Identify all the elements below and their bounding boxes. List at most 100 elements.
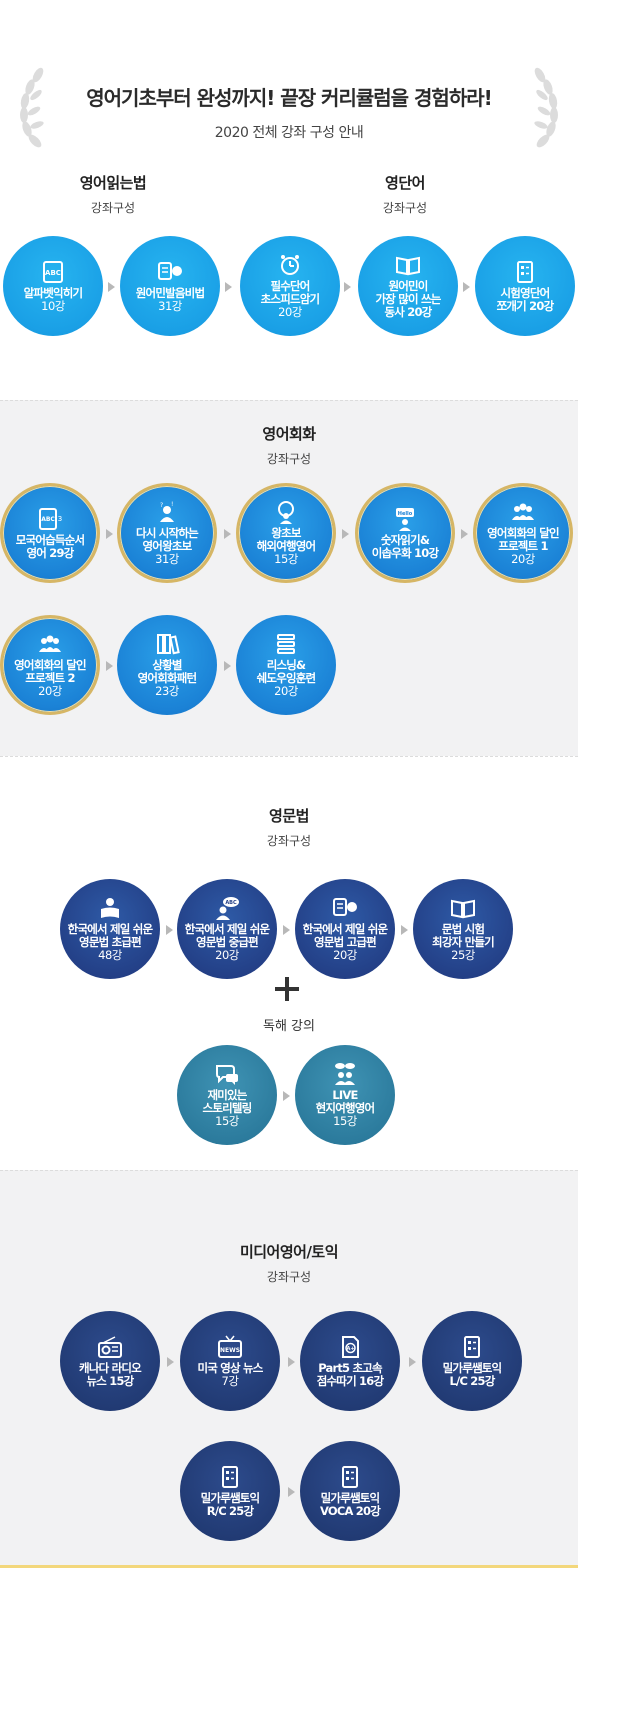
course-toeic-rc[interactable]: 밀가루쌤토익 R/C 25강 bbox=[180, 1441, 280, 1541]
hello-person-icon: Hello bbox=[396, 507, 414, 531]
svg-text:ABC: ABC bbox=[41, 516, 55, 523]
test-sheet-icon bbox=[464, 1335, 480, 1358]
section-title: 영단어 bbox=[385, 174, 425, 192]
section-title: 영문법 bbox=[269, 807, 309, 825]
course-grammar-beginner[interactable]: 한국에서 제일 쉬운 영문법 초급편 48강 bbox=[60, 879, 160, 979]
bottom-accent-line bbox=[0, 1565, 578, 1568]
section-label-vocab: 영단어 강좌구성 bbox=[305, 172, 505, 216]
section-label-grammar: 영문법 강좌구성 bbox=[189, 805, 389, 849]
course-grammar-advanced[interactable]: 한국에서 제일 쉬운 영문법 고급편 20강 bbox=[295, 879, 395, 979]
speech-head-icon bbox=[333, 898, 357, 916]
section-title: 미디어영어/토익 bbox=[239, 1243, 339, 1261]
arrow-icon bbox=[344, 282, 351, 292]
course-test-vocab[interactable]: 시험영단어 쪼개기 20강 bbox=[475, 236, 575, 336]
abc-speech-icon: ABC bbox=[216, 897, 239, 920]
group-icon bbox=[39, 635, 61, 652]
section-subtitle: 강좌구성 bbox=[382, 201, 428, 215]
course-vocab-speed[interactable]: 필수단어 초스피드암기 20강 bbox=[240, 236, 340, 336]
course-listening-shadowing[interactable]: 리스닝& 쉐도우잉훈련 20강 bbox=[236, 615, 336, 715]
svg-text:Hello: Hello bbox=[398, 511, 413, 517]
reader-icon bbox=[101, 898, 119, 918]
course-master-project-2[interactable]: 영어회화의 달인 프로젝트 2 20강 bbox=[0, 615, 100, 715]
page-subtitle: 2020 전체 강좌 구성 안내 bbox=[214, 125, 364, 141]
test-sheet-icon bbox=[222, 1465, 238, 1488]
arrow-icon bbox=[288, 1487, 295, 1497]
course-travel-beginner[interactable]: 왕초보 해외여행영어 15강 bbox=[236, 483, 336, 583]
course-verbs[interactable]: 원어민이 가장 많이 쓰는 동사 20강 bbox=[358, 236, 458, 336]
arrow-icon bbox=[166, 925, 173, 935]
a-plus-doc-icon: A+ bbox=[342, 1335, 359, 1358]
question-person-icon: ?! bbox=[160, 501, 174, 522]
section-label-reading: 영어읽는법 강좌구성 bbox=[13, 172, 213, 216]
open-book-icon bbox=[451, 899, 475, 919]
course-live-travel[interactable]: LIVE 현지여행영어 15강 bbox=[295, 1045, 395, 1145]
section-subtitle: 강좌구성 bbox=[266, 1270, 312, 1284]
arrow-icon bbox=[283, 1091, 290, 1101]
svg-text:NEWS: NEWS bbox=[220, 1347, 240, 1354]
arrow-icon bbox=[461, 529, 468, 539]
course-toeic-lc[interactable]: 밀가루쌤토익 L/C 25강 bbox=[422, 1311, 522, 1411]
svg-text:?: ? bbox=[160, 502, 163, 509]
chat-icon bbox=[216, 1065, 238, 1085]
news-tv-icon: NEWS bbox=[218, 1335, 242, 1358]
layers-icon bbox=[277, 634, 295, 654]
binders-icon bbox=[157, 634, 180, 655]
svg-text:ABC: ABC bbox=[45, 269, 61, 277]
laurel-left-icon bbox=[20, 67, 44, 148]
arrow-icon bbox=[224, 661, 231, 671]
section-grammar: 영문법 강좌구성 한국에서 제일 쉬운 영문법 초급편 48강 ABC 한국에서… bbox=[0, 756, 578, 1170]
course-beginner-restart[interactable]: ?! 다시 시작하는 영어왕초보 31강 bbox=[117, 483, 217, 583]
speech-head-icon bbox=[158, 261, 182, 280]
arrow-icon bbox=[224, 529, 231, 539]
svg-text:3: 3 bbox=[58, 515, 62, 523]
live-people-icon bbox=[335, 1063, 355, 1085]
test-sheet-icon bbox=[517, 260, 533, 283]
arrow-icon bbox=[106, 661, 113, 671]
course-us-video-news[interactable]: NEWS 미국 영상 뉴스 7강 bbox=[180, 1311, 280, 1411]
section-title: 영어읽는법 bbox=[79, 174, 147, 192]
arrow-icon bbox=[409, 1357, 416, 1367]
section-subtitle: 강좌구성 bbox=[266, 452, 312, 466]
svg-text:!: ! bbox=[171, 501, 173, 508]
arrow-icon bbox=[225, 282, 232, 292]
section-title: 영어회화 bbox=[262, 425, 316, 443]
course-canada-radio[interactable]: 캐나다 라디오 뉴스 15강 bbox=[60, 1311, 160, 1411]
svg-text:A+: A+ bbox=[346, 1346, 354, 1352]
section-label-conversation: 영어회화 강좌구성 bbox=[189, 423, 389, 467]
course-numbers-aesop[interactable]: Hello 숫자읽기& 이솝우화 10강 bbox=[355, 483, 455, 583]
alarm-clock-icon bbox=[281, 255, 299, 275]
open-book-icon bbox=[396, 256, 420, 276]
group-icon bbox=[512, 503, 534, 520]
globe-person-icon bbox=[278, 501, 294, 524]
course-pronunciation[interactable]: 원어민발음비법 31강 bbox=[120, 236, 220, 336]
section-label-media: 미디어영어/토익 강좌구성 bbox=[189, 1241, 389, 1285]
section-subtitle: 강좌구성 bbox=[90, 201, 136, 215]
arrow-icon bbox=[167, 1357, 174, 1367]
test-sheet-icon bbox=[342, 1465, 358, 1488]
arrow-icon bbox=[401, 925, 408, 935]
course-alphabet[interactable]: ABC 알파벳익히기 10강 bbox=[3, 236, 103, 336]
laurel-right-icon bbox=[534, 67, 558, 148]
header-area: 영어기초부터 완성까지! 끝장 커리큘럼을 경험하라! 2020 전체 강좌 구… bbox=[0, 0, 578, 400]
course-grammar-intermediate[interactable]: ABC 한국에서 제일 쉬운 영문법 중급편 20강 bbox=[177, 879, 277, 979]
arrow-icon bbox=[283, 925, 290, 935]
course-master-project-1[interactable]: 영어회화의 달인 프로젝트 1 20강 bbox=[473, 483, 573, 583]
section-media: 미디어영어/토익 강좌구성 캐나다 라디오 뉴스 15강 NEWS 미국 영상 … bbox=[0, 1170, 578, 1568]
curriculum-page: 영어기초부터 완성까지! 끝장 커리큘럼을 경험하라! 2020 전체 강좌 구… bbox=[0, 0, 578, 1568]
course-grammar-exam[interactable]: 문법 시험 최강자 만들기 25강 bbox=[413, 879, 513, 979]
course-part5[interactable]: A+ Part5 초고속 점수따기 16강 bbox=[300, 1311, 400, 1411]
page-title: 영어기초부터 완성까지! 끝장 커리큘럼을 경험하라! bbox=[86, 86, 493, 110]
arrow-icon bbox=[108, 282, 115, 292]
abc-book-icon: ABC bbox=[43, 260, 63, 283]
arrow-icon bbox=[288, 1357, 295, 1367]
plus-icon bbox=[275, 977, 299, 1001]
course-situation-patterns[interactable]: 상황별 영어회화패턴 23강 bbox=[117, 615, 217, 715]
section-subtitle: 강좌구성 bbox=[266, 834, 312, 848]
arrow-icon bbox=[463, 282, 470, 292]
svg-text:ABC: ABC bbox=[225, 900, 237, 906]
course-toeic-voca[interactable]: 밀가루쌤토익 VOCA 20강 bbox=[300, 1441, 400, 1541]
course-storytelling[interactable]: 재미있는 스토리텔링 15강 bbox=[177, 1045, 277, 1145]
reading-course-label: 독해 강의 bbox=[263, 1019, 315, 1034]
